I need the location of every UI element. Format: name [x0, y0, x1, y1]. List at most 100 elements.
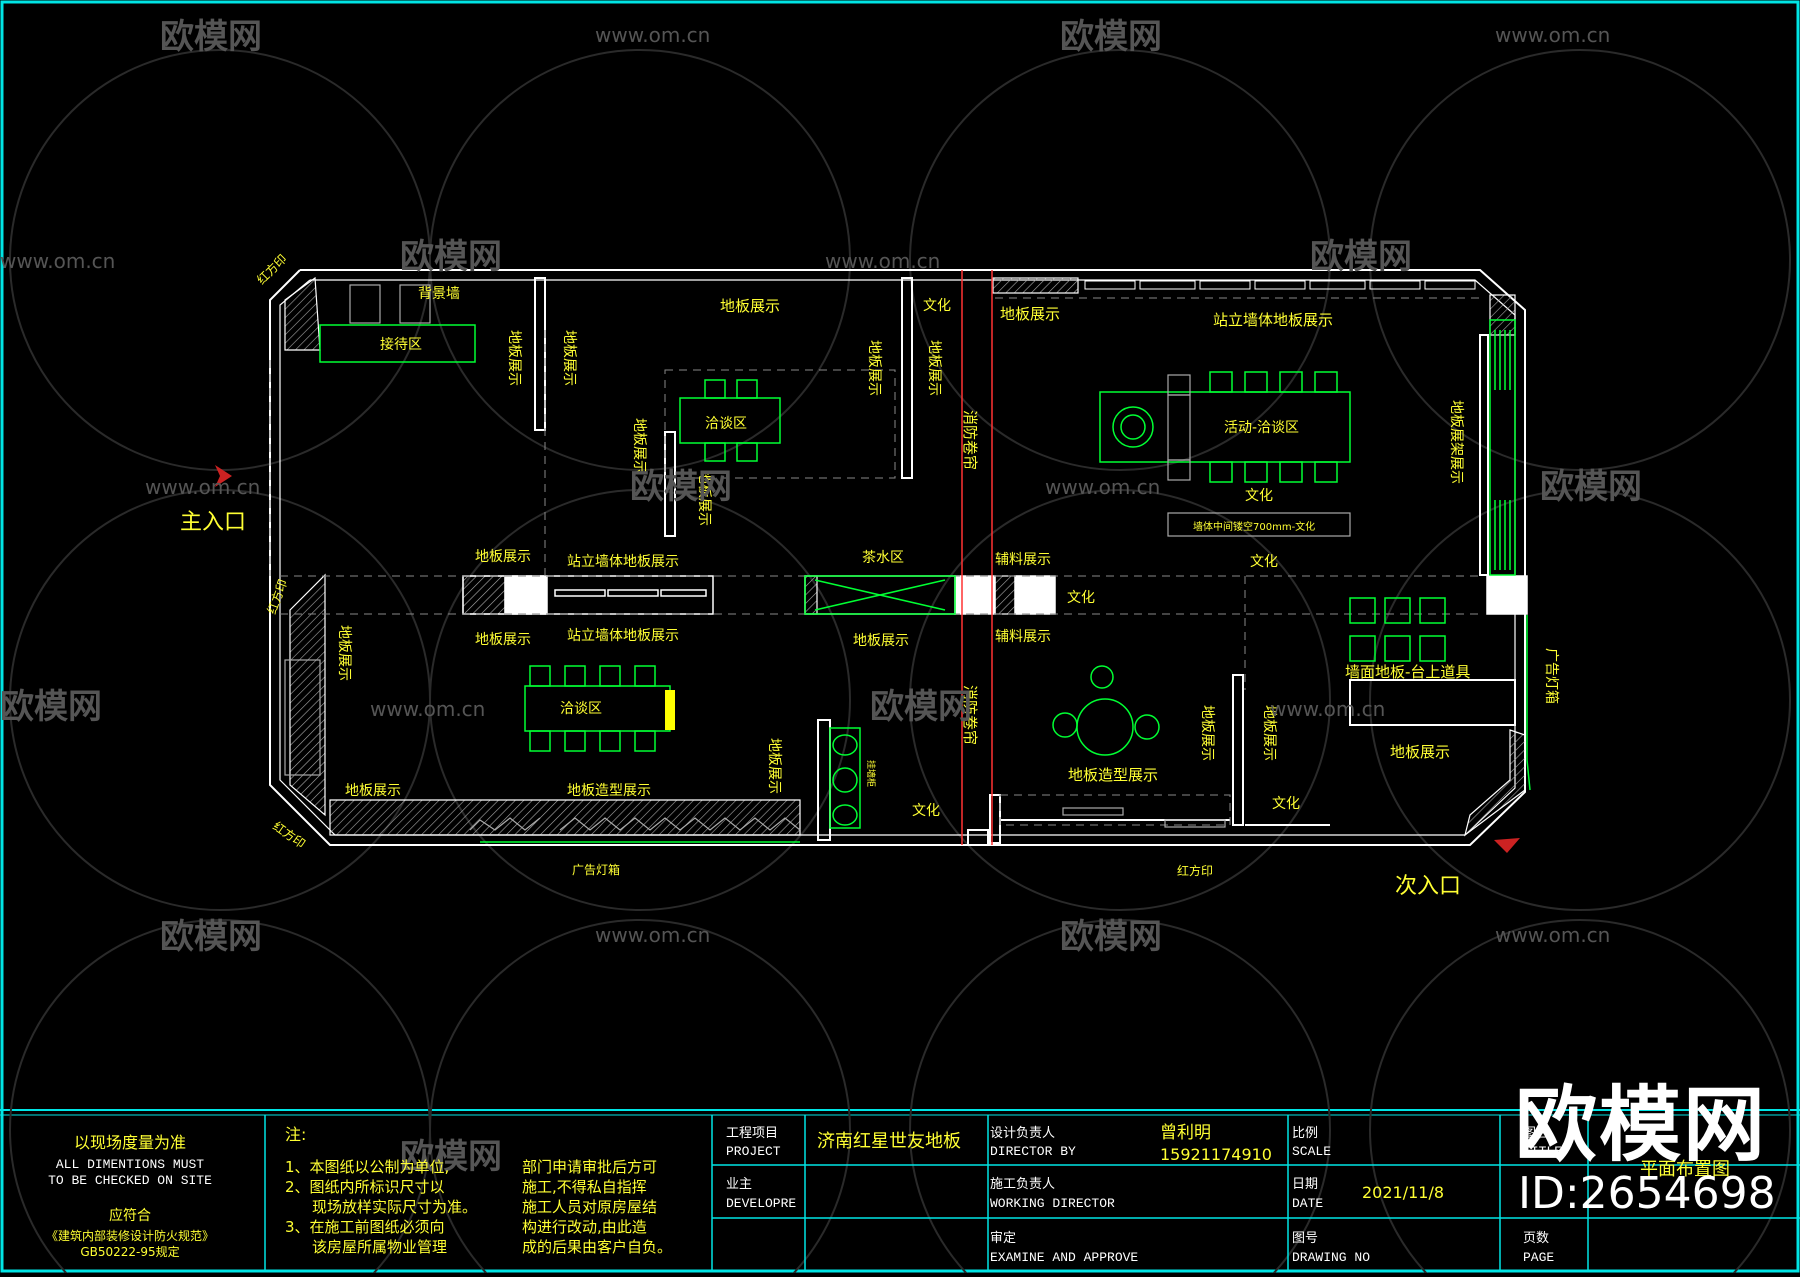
label-fuliao-1: 辅料展示 — [995, 552, 1051, 568]
dashed-lines — [269, 297, 1480, 826]
label-diban-bottom-1: 地板展示 — [345, 783, 401, 799]
svg-text:欧模网: 欧模网 — [160, 17, 262, 57]
label-fuliao-2: 辅料展示 — [995, 629, 1051, 645]
svg-text:www.om.cn: www.om.cn — [145, 475, 260, 499]
label-chashui: 茶水区 — [862, 550, 904, 566]
watermark-circles — [9, 49, 1791, 1277]
label-hongfangyin-3: 红方印 — [270, 818, 308, 851]
svg-text:欧模网: 欧模网 — [630, 467, 732, 507]
label-wenhua-1: 文化 — [923, 298, 951, 314]
rules-heading: 注: — [285, 1125, 306, 1144]
svg-text:www.om.cn: www.om.cn — [1045, 475, 1160, 499]
label-diban-mid-1: 地板展示 — [475, 549, 531, 565]
svg-text:欧模网: 欧模网 — [0, 687, 102, 727]
worker-label-en: WORKING DIRECTOR — [990, 1196, 1115, 1211]
project-label-en: PROJECT — [726, 1144, 781, 1159]
svg-text:欧模网: 欧模网 — [870, 687, 972, 727]
label-beijingqiang: 背景墙 — [418, 286, 460, 302]
vlabel-diban-4: 地板展示 — [926, 340, 942, 396]
designer-label-en: DIRECTOR BY — [990, 1144, 1076, 1159]
svg-text:www.om.cn: www.om.cn — [1495, 23, 1610, 47]
rule-3b: 该房屋所属物业管理 — [312, 1238, 447, 1256]
label-wenhua-5: 文化 — [912, 803, 940, 819]
vlabel-zhanjia: 地板展架展示 — [1448, 400, 1464, 484]
label-wenhua-2: 文化 — [1245, 488, 1273, 504]
reception-desk — [319, 324, 476, 363]
label-hongfangyin-4: 红方印 — [1177, 863, 1213, 878]
main-entrance-arrow — [215, 465, 232, 487]
svg-text:www.om.cn: www.om.cn — [595, 923, 710, 947]
label-zaoxing-1: 地板造型展示 — [567, 783, 651, 799]
label-zhanli-top: 站立墙体地板展示 — [1213, 311, 1333, 329]
vlabel-guanggao-right: 广告灯箱 — [1543, 648, 1559, 704]
vlabel-guaqiang: 挂墙柜 — [865, 760, 877, 787]
svg-text:www.om.cn: www.om.cn — [825, 249, 940, 273]
date-label-en: DATE — [1292, 1196, 1323, 1211]
label-diban-top: 地板展示 — [720, 297, 780, 315]
middle-partition — [462, 575, 1528, 615]
watermark-urls: www.om.cn www.om.cn www.om.cn www.om.cn … — [0, 23, 1610, 947]
designer-label-cn: 设计负责人 — [990, 1126, 1055, 1141]
note-line-5: 《建筑内部装修设计防火规范》 — [46, 1228, 214, 1243]
drawing-id-watermark: ID:2654698 — [1518, 1168, 1776, 1219]
label-wenhua-6: 文化 — [1272, 796, 1300, 812]
svg-text:www.om.cn: www.om.cn — [0, 249, 115, 273]
date-label-cn: 日期 — [1292, 1177, 1318, 1192]
label-hongfangyin-1: 红方印 — [254, 251, 290, 287]
label-diban-mid-3: 地板展示 — [853, 633, 909, 649]
worker-label-cn: 施工负责人 — [990, 1177, 1055, 1192]
rule-4c: 施工人员对原房屋结 — [522, 1198, 657, 1216]
svg-text:www.om.cn: www.om.cn — [1270, 697, 1385, 721]
round-table — [1076, 698, 1134, 756]
rule-2: 2、图纸内所标识尺寸以 — [285, 1178, 445, 1196]
vlabel-diban-2: 地板展示 — [561, 330, 577, 386]
label-zaoxing-2: 地板造型展示 — [1068, 766, 1158, 784]
drawno-label-en: DRAWING NO — [1292, 1250, 1370, 1265]
top-display-rail — [1084, 280, 1476, 290]
svg-text:www.om.cn: www.om.cn — [1495, 923, 1610, 947]
vlabel-diban-7: 地板展示 — [336, 625, 352, 681]
label-jiedaiqu: 接待区 — [380, 336, 422, 353]
vlabel-diban-8: 地板展示 — [766, 738, 782, 794]
negotiation-table-1 — [679, 397, 781, 444]
owner-label-en: DEVELOPRE — [726, 1196, 796, 1211]
fire-curtain-lines — [961, 270, 993, 845]
note-line-2: ALL DIMENTIONS MUST — [56, 1157, 204, 1172]
project-name: 济南红星世友地板 — [817, 1131, 961, 1152]
grey-elements — [284, 284, 1351, 831]
svg-text:欧模网: 欧模网 — [1310, 237, 1412, 277]
drawing-title: 平面布置图 — [1640, 1159, 1730, 1180]
label-qiatan-2: 洽谈区 — [560, 701, 602, 717]
title-block-grid — [264, 1115, 1800, 1271]
drawno-label-cn: 图号 — [1292, 1231, 1318, 1246]
tea-area-counter — [804, 575, 956, 615]
project-label-cn: 工程项目 — [726, 1126, 778, 1141]
label-diban-right-top: 地板展示 — [1000, 305, 1060, 323]
page-label-cn: 页数 — [1523, 1231, 1549, 1246]
vlabel-diban-5: 地板展示 — [631, 418, 647, 474]
watermark-logos: 欧模网 欧模网 欧模网 欧模网 欧模网 欧模网 欧模网 欧模网 欧模网 欧模网 … — [0, 17, 1642, 1177]
yellow-panel — [665, 690, 675, 730]
vlabel-xiaofang-1: 消防卷帘 — [961, 410, 979, 470]
svg-text:欧模网: 欧模网 — [1540, 467, 1642, 507]
svg-text:欧模网: 欧模网 — [400, 1137, 502, 1177]
label-zhanli-mid-2: 站立墙体地板展示 — [567, 628, 679, 644]
svg-text:www.om.cn: www.om.cn — [370, 697, 485, 721]
vlabel-diban-9: 地板展示 — [1199, 705, 1215, 761]
svg-text:www.om.cn: www.om.cn — [595, 23, 710, 47]
vlabel-xiaofang-2: 消防卷帘 — [961, 685, 979, 745]
note-line-3: TO BE CHECKED ON SITE — [48, 1173, 212, 1188]
main-entrance-label: 主入口 — [180, 510, 246, 535]
hatched-walls — [284, 276, 1526, 837]
rule-4e: 成的后果由客户自负。 — [522, 1238, 672, 1256]
label-qiangmian: 墙面地板-台上道具 — [1345, 663, 1470, 681]
owner-label-cn: 业主 — [726, 1177, 752, 1192]
label-guanggao-bottom: 广告灯箱 — [572, 862, 620, 877]
note-line-1: 以现场度量为准 — [74, 1133, 186, 1152]
approve-label-en: EXAMINE AND APPROVE — [990, 1250, 1138, 1265]
note-line-4: 应符合 — [109, 1207, 151, 1224]
designer-phone: 15921174910 — [1160, 1145, 1272, 1164]
vlabel-diban-6: 地板展示 — [696, 470, 712, 526]
